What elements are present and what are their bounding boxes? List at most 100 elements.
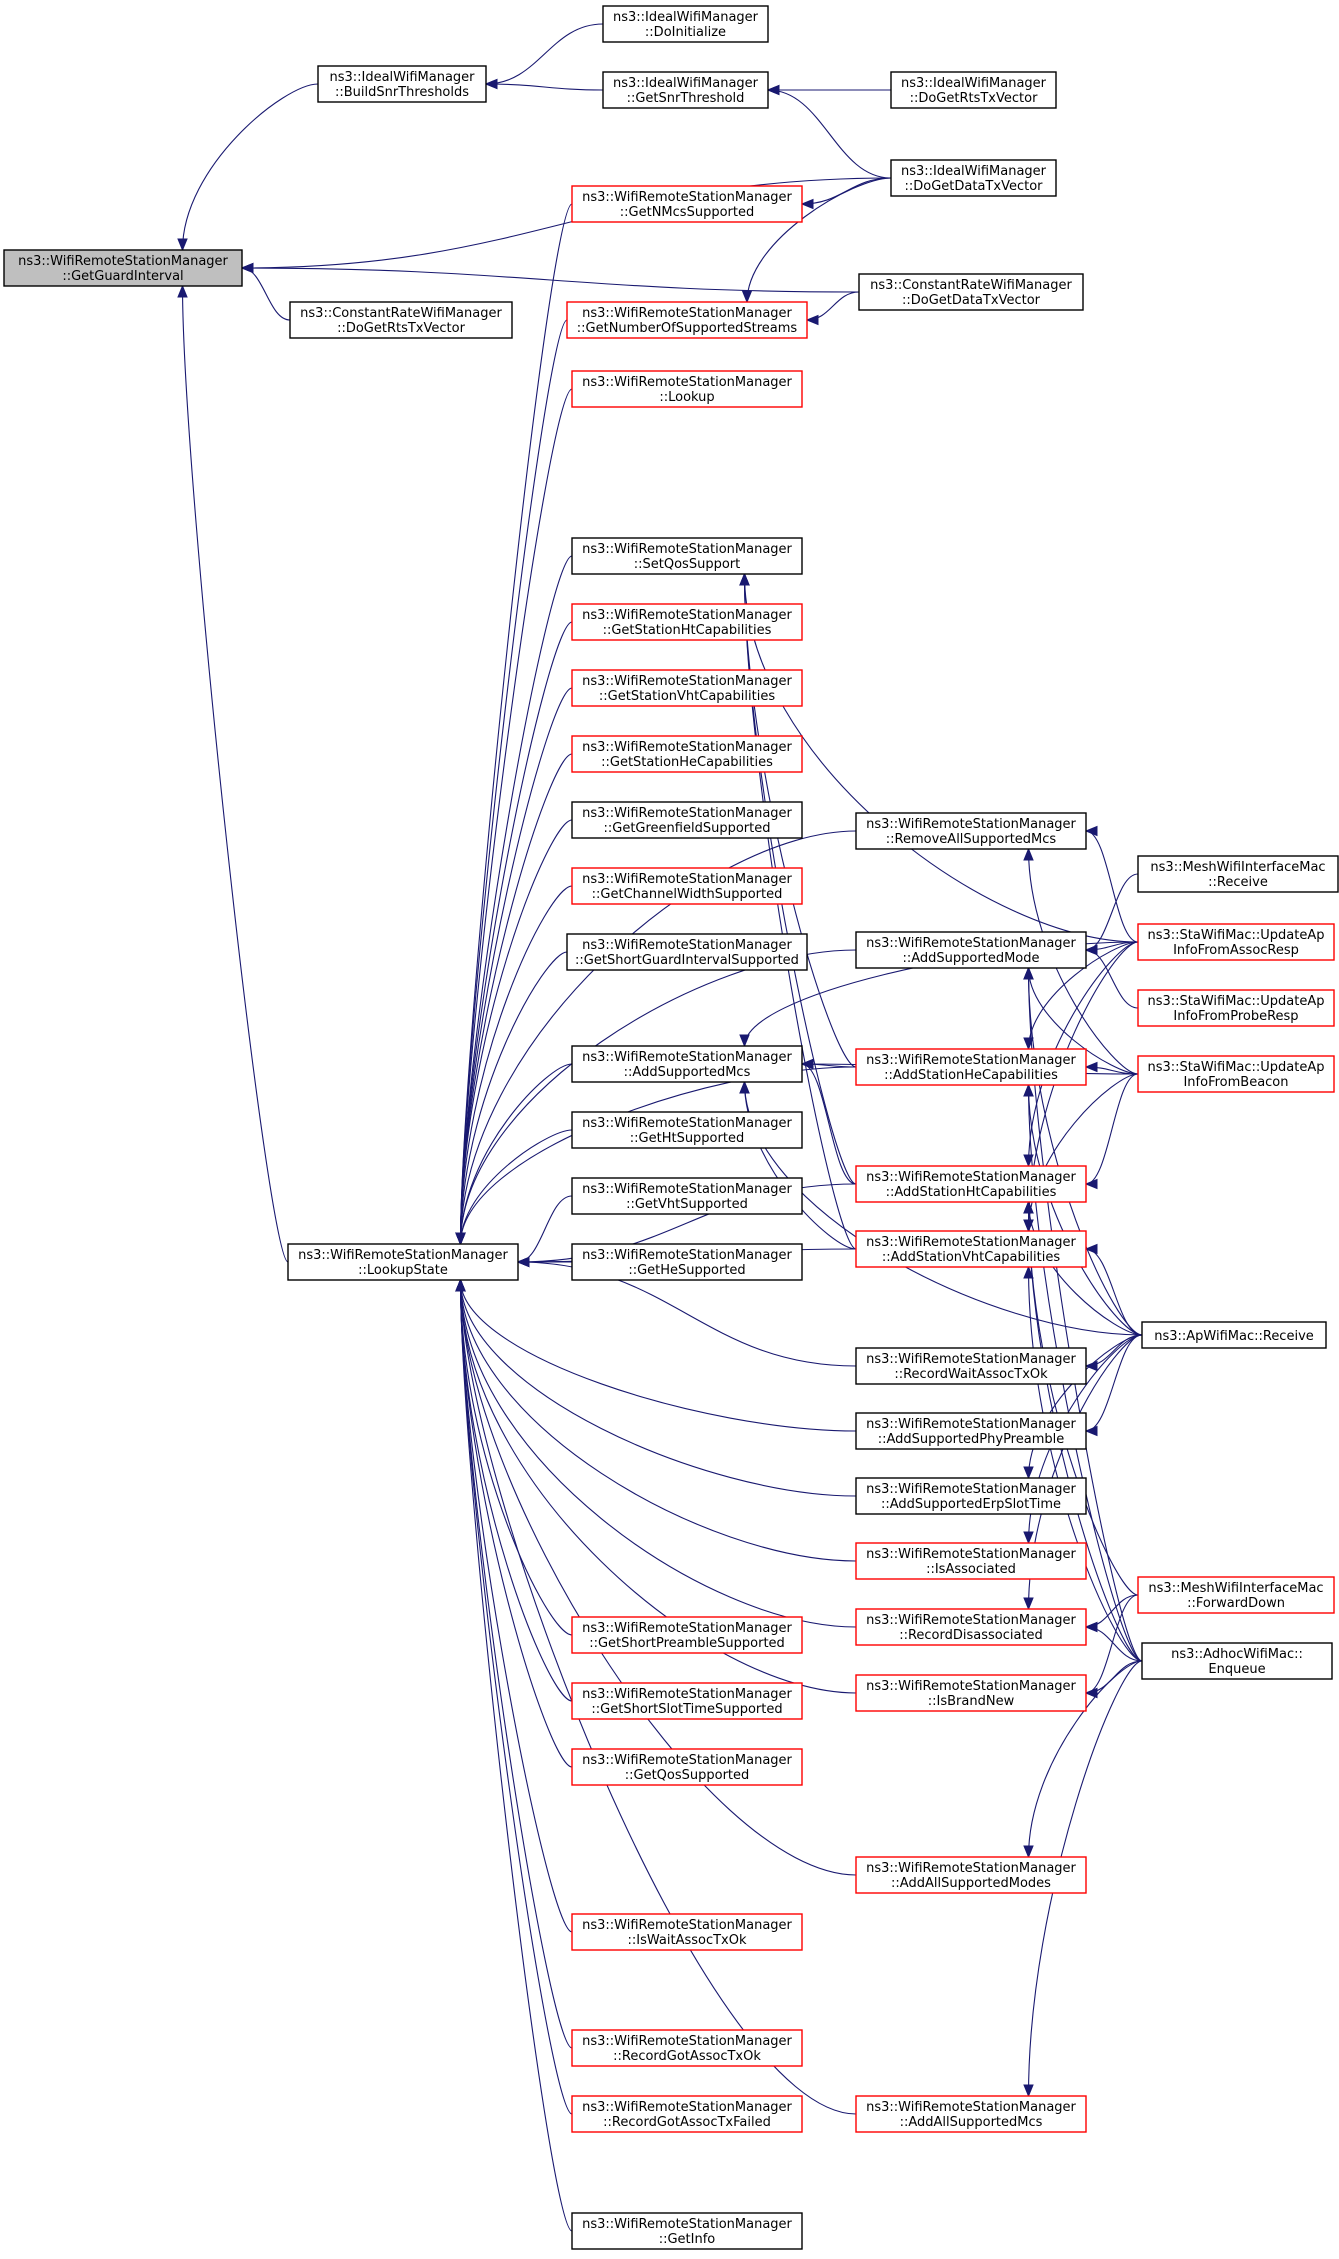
- node-get-he[interactable]: ns3::WifiRemoteStationManager::GetHeSupp…: [571, 1243, 803, 1281]
- node-label-line2: ::AddSupportedErpSlotTime: [881, 1497, 1061, 1512]
- node-get-nmcs[interactable]: ns3::WifiRemoteStationManager::GetNMcsSu…: [571, 185, 803, 223]
- edge-line: [241, 177, 892, 269]
- edge-arrowhead: [1084, 944, 1098, 956]
- node-box: [855, 2095, 1087, 2133]
- node-get-short-pre[interactable]: ns3::WifiRemoteStationManager::GetShortP…: [571, 1616, 803, 1654]
- edge-get-he-cap-to-lookup-state: [455, 753, 573, 1246]
- node-get-short-gi[interactable]: ns3::WifiRemoteStationManager::GetShortG…: [566, 933, 808, 971]
- edge-line: [459, 203, 573, 1245]
- node-box: [571, 801, 803, 839]
- node-get-ht[interactable]: ns3::WifiRemoteStationManager::GetHtSupp…: [571, 1111, 803, 1149]
- node-add-he-cap[interactable]: ns3::WifiRemoteStationManager::AddStatio…: [855, 1048, 1087, 1086]
- node-label-line2: ::GetNumberOfSupportedStreams: [577, 321, 798, 336]
- node-sta-assoc[interactable]: ns3::StaWifiMac::UpdateApInfoFromAssocRe…: [1137, 923, 1335, 961]
- edge-arrowhead: [177, 284, 188, 298]
- node-const-data[interactable]: ns3::ConstantRateWifiManager::DoGetDataT…: [858, 273, 1084, 311]
- node-ideal-rts[interactable]: ns3::IdealWifiManager::DoGetRtsTxVector: [890, 71, 1057, 109]
- edge-const-rts-to-get-guard-interval: [240, 262, 291, 321]
- node-get-he-cap[interactable]: ns3::WifiRemoteStationManager::GetStatio…: [571, 735, 803, 773]
- edge-line: [746, 177, 892, 303]
- node-add-all-modes[interactable]: ns3::WifiRemoteStationManager::AddAllSup…: [855, 1856, 1087, 1894]
- node-is-brand-new[interactable]: ns3::WifiRemoteStationManager::IsBrandNe…: [855, 1674, 1087, 1712]
- node-box: [566, 301, 808, 339]
- node-rec-disassoc[interactable]: ns3::WifiRemoteStationManager::RecordDis…: [855, 1608, 1087, 1646]
- node-lookup-state[interactable]: ns3::WifiRemoteStationManager::LookupSta…: [287, 1243, 519, 1281]
- node-box: [317, 65, 487, 103]
- node-adhoc-enq[interactable]: ns3::AdhocWifiMac::Enqueue: [1141, 1642, 1333, 1680]
- node-is-assoc[interactable]: ns3::WifiRemoteStationManager::IsAssocia…: [855, 1542, 1087, 1580]
- node-ideal-data[interactable]: ns3::IdealWifiManager::DoGetDataTxVector: [890, 159, 1057, 197]
- node-get-num-streams[interactable]: ns3::WifiRemoteStationManager::GetNumber…: [566, 301, 808, 339]
- node-get-greenfield[interactable]: ns3::WifiRemoteStationManager::GetGreenf…: [571, 801, 803, 839]
- node-get-guard-interval[interactable]: ns3::WifiRemoteStationManager::GetGuardI…: [3, 249, 243, 287]
- node-add-sup-mode[interactable]: ns3::WifiRemoteStationManager::AddSuppor…: [855, 931, 1087, 969]
- node-label-line1: ns3::WifiRemoteStationManager: [866, 1482, 1076, 1497]
- node-box: [890, 159, 1057, 197]
- node-label-line1: ns3::WifiRemoteStationManager: [582, 1248, 792, 1263]
- node-get-info[interactable]: ns3::WifiRemoteStationManager::GetInfo: [571, 2212, 803, 2250]
- node-box: [855, 812, 1087, 850]
- node-label-line1: ns3::WifiRemoteStationManager: [866, 1235, 1076, 1250]
- node-build-snr[interactable]: ns3::IdealWifiManager::BuildSnrThreshold…: [317, 65, 487, 103]
- node-lookup[interactable]: ns3::WifiRemoteStationManager::Lookup: [571, 370, 803, 408]
- node-sta-probe[interactable]: ns3::StaWifiMac::UpdateApInfoFromProbeRe…: [1137, 989, 1335, 1027]
- node-box: [855, 1230, 1087, 1268]
- node-label-line1: ns3::WifiRemoteStationManager: [582, 872, 792, 887]
- edge-adhoc-enq-to-rec-disassoc: [1084, 1621, 1143, 1662]
- node-box: [571, 370, 803, 408]
- edge-line: [241, 267, 860, 293]
- edge-line: [743, 1081, 857, 1250]
- node-do-init[interactable]: ns3::IdealWifiManager::DoInitialize: [602, 5, 769, 43]
- edge-line: [459, 1279, 573, 2232]
- edge-arrowhead: [1084, 1360, 1098, 1372]
- node-label-line2: ::DoGetRtsTxVector: [337, 321, 466, 336]
- node-label-line2: ::Receive: [1208, 875, 1268, 890]
- node-label-line2: ::AddSupportedPhyPreamble: [878, 1432, 1065, 1447]
- edge-line: [1027, 967, 1139, 1075]
- edge-sta-beacon-to-remove-all-mcs: [1023, 847, 1139, 1075]
- node-rec-wait-assoc[interactable]: ns3::WifiRemoteStationManager::RecordWai…: [855, 1347, 1087, 1385]
- node-add-sup-mcs[interactable]: ns3::WifiRemoteStationManager::AddSuppor…: [571, 1045, 803, 1083]
- node-box: [571, 185, 803, 223]
- node-label-line1: ns3::WifiRemoteStationManager: [582, 190, 792, 205]
- node-get-vht[interactable]: ns3::WifiRemoteStationManager::GetVhtSup…: [571, 1177, 803, 1215]
- node-mesh-fwd[interactable]: ns3::MeshWifiInterfaceMac::ForwardDown: [1137, 1576, 1335, 1614]
- node-get-qos[interactable]: ns3::WifiRemoteStationManager::GetQosSup…: [571, 1748, 803, 1786]
- node-label-line2: ::RecordGotAssocTxFailed: [603, 2115, 771, 2130]
- edge-add-erp-to-lookup-state: [455, 1278, 857, 1497]
- node-box: [571, 2029, 803, 2067]
- edge-add-ht-cap-to-add-sup-mcs: [800, 1058, 857, 1185]
- node-get-short-slot[interactable]: ns3::WifiRemoteStationManager::GetShortS…: [571, 1682, 803, 1720]
- node-add-ht-cap[interactable]: ns3::WifiRemoteStationManager::AddStatio…: [855, 1165, 1087, 1203]
- node-mesh-receive[interactable]: ns3::MeshWifiInterfaceMac::Receive: [1137, 855, 1339, 893]
- node-rec-got-assoc-fail[interactable]: ns3::WifiRemoteStationManager::RecordGot…: [571, 2095, 803, 2133]
- node-box: [571, 669, 803, 707]
- edge-arrowhead: [1084, 1178, 1098, 1190]
- node-label-line2: ::GetStationVhtCapabilities: [599, 689, 775, 704]
- node-remove-all-mcs[interactable]: ns3::WifiRemoteStationManager::RemoveAll…: [855, 812, 1087, 850]
- node-box: [1137, 855, 1339, 893]
- node-get-ch-width[interactable]: ns3::WifiRemoteStationManager::GetChanne…: [571, 867, 803, 905]
- node-add-vht-cap[interactable]: ns3::WifiRemoteStationManager::AddStatio…: [855, 1230, 1087, 1268]
- node-get-vht-cap[interactable]: ns3::WifiRemoteStationManager::GetStatio…: [571, 669, 803, 707]
- node-get-snr[interactable]: ns3::IdealWifiManager::GetSnrThreshold: [602, 71, 769, 109]
- node-label-line1: ns3::WifiRemoteStationManager: [582, 2034, 792, 2049]
- node-rec-got-assoc[interactable]: ns3::WifiRemoteStationManager::RecordGot…: [571, 2029, 803, 2067]
- edge-build-snr-to-get-guard-interval: [177, 83, 319, 252]
- node-label-line1: ns3::WifiRemoteStationManager: [582, 306, 792, 321]
- node-box: [566, 933, 808, 971]
- node-set-qos[interactable]: ns3::WifiRemoteStationManager::SetQosSup…: [571, 537, 803, 575]
- node-add-phy-pre[interactable]: ns3::WifiRemoteStationManager::AddSuppor…: [855, 1412, 1087, 1450]
- node-ap-receive[interactable]: ns3::ApWifiMac::Receive: [1141, 1321, 1327, 1349]
- node-add-all-mcs[interactable]: ns3::WifiRemoteStationManager::AddAllSup…: [855, 2095, 1087, 2133]
- node-label-line1: ns3::IdealWifiManager: [613, 76, 759, 91]
- edge-rec-got-assoc-to-lookup-state: [455, 1278, 573, 2049]
- node-get-ht-cap[interactable]: ns3::WifiRemoteStationManager::GetStatio…: [571, 603, 803, 641]
- edge-sta-beacon-to-add-ht-cap: [1084, 1073, 1139, 1190]
- node-is-wait-assoc[interactable]: ns3::WifiRemoteStationManager::IsWaitAss…: [571, 1913, 803, 1951]
- edge-is-wait-assoc-to-lookup-state: [455, 1278, 573, 1933]
- node-add-erp[interactable]: ns3::WifiRemoteStationManager::AddSuppor…: [855, 1477, 1087, 1515]
- node-label-line1: ns3::StaWifiMac::UpdateAp: [1147, 1060, 1324, 1075]
- node-const-rts[interactable]: ns3::ConstantRateWifiManager::DoGetRtsTx…: [289, 301, 513, 339]
